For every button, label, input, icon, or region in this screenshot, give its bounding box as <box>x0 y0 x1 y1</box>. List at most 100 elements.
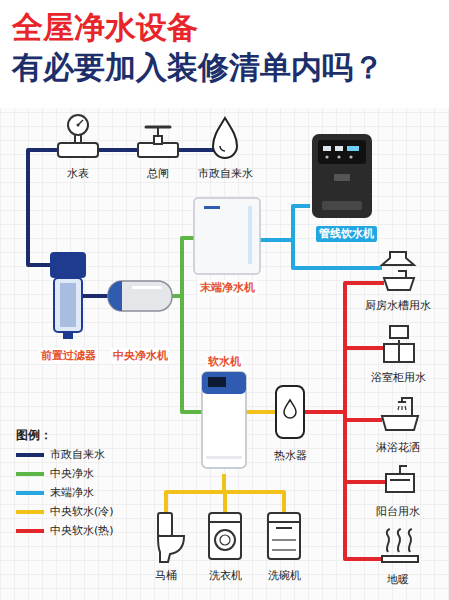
legend-text: 末端净水 <box>50 486 94 499</box>
subtitle: 有必要加入装修清单内吗？ <box>12 48 384 86</box>
device-node: 阳台用水 <box>358 462 438 519</box>
legend-swatch <box>16 510 44 514</box>
legend-title: 图例： <box>16 426 114 445</box>
legend-swatch <box>16 491 44 495</box>
water-softener-icon-part <box>202 372 246 394</box>
main-valve-icon-part <box>138 143 178 157</box>
node-label: 市政自来水 <box>198 167 253 181</box>
pre-filter-icon-part <box>63 332 73 339</box>
device-node: 总闸 <box>138 114 178 181</box>
water-pipe <box>176 238 194 296</box>
pre-filter-icon-part <box>50 252 86 278</box>
device-node: 洗衣机 <box>205 512 245 583</box>
toilet-icon-part <box>158 536 184 562</box>
water-softener-icon <box>202 372 246 468</box>
icon-space <box>58 114 98 162</box>
device-node: 水表 <box>58 114 98 181</box>
node-label: 末端净水机 <box>198 280 257 296</box>
pipe-stub-part <box>357 346 384 350</box>
label-row: 水表 <box>58 162 98 181</box>
device-node: 马桶 <box>146 512 186 583</box>
dishwasher-icon-part <box>268 513 300 559</box>
icon-space <box>358 462 438 500</box>
central-purifier-icon-part <box>108 281 172 311</box>
label-row: 洗衣机 <box>205 564 245 583</box>
legend-row: 中央软水(热) <box>16 521 114 540</box>
device-node: 中央净水机 <box>104 238 176 364</box>
label-row: 中央净水机 <box>104 344 176 364</box>
shower-icon-part <box>398 401 406 403</box>
label-row: 厨房水槽用水 <box>358 294 438 313</box>
main-valve-icon-part <box>154 136 162 144</box>
device-node: 前置过滤器 <box>34 238 102 364</box>
bathroom-cabinet-icon-part <box>398 340 400 344</box>
balcony-sink-icon-part <box>390 479 410 481</box>
device-node: 管线饮水机 <box>310 130 382 242</box>
node-label: 浴室柜用水 <box>371 371 426 385</box>
dishwasher-icon-part <box>272 549 296 550</box>
icon-space <box>358 528 438 568</box>
label-row: 阳台用水 <box>358 500 438 519</box>
legend-text: 中央软水(冷) <box>50 505 114 518</box>
icon-space <box>268 382 312 444</box>
water-meter-icon-part <box>58 143 98 157</box>
node-label: 总闸 <box>147 167 169 181</box>
node-label: 管线饮水机 <box>316 226 377 242</box>
icon-space <box>358 394 438 436</box>
water-pipe <box>176 296 196 412</box>
device-node: 热水器 <box>268 382 312 463</box>
balcony-sink-icon-part <box>400 466 407 474</box>
water-pipe <box>260 206 310 240</box>
main-valve-icon-part <box>146 126 170 129</box>
kitchen-icon-part <box>382 252 414 265</box>
terminal-purifier-icon-part <box>204 206 220 209</box>
node-label: 厨房水槽用水 <box>365 299 431 313</box>
icon-space <box>34 238 102 344</box>
terminal-purifier-icon-part <box>194 198 260 274</box>
washing-machine-icon-part <box>209 521 241 523</box>
label-row: 热水器 <box>268 444 312 463</box>
shower-icon-part <box>405 406 406 410</box>
icon-space <box>138 114 178 162</box>
water-drop-icon-part <box>220 146 225 151</box>
grid-panel <box>0 108 449 600</box>
device-node: 软水机 <box>196 350 252 474</box>
device-node: 淋浴花洒 <box>358 394 438 455</box>
toilet-icon <box>158 513 184 562</box>
main-valve-icon <box>138 127 178 157</box>
pipe-stub-part <box>357 281 384 285</box>
title: 全屋净水设备 <box>12 8 198 46</box>
pipe-stub-part <box>357 418 382 422</box>
dishwasher-icon-part <box>272 539 296 540</box>
floor-heating-icon <box>382 529 418 562</box>
legend-row: 市政自来水 <box>16 445 114 464</box>
legend-row: 末端净水 <box>16 483 114 502</box>
dispenser-icon <box>312 134 372 218</box>
water-meter-icon-part <box>68 115 88 135</box>
water-heater-icon <box>276 386 304 438</box>
water-pipe <box>312 412 358 482</box>
dishwasher-icon <box>268 513 300 559</box>
water-meter-icon-part <box>77 124 80 127</box>
water-heater-icon-part <box>284 400 296 418</box>
washing-machine-icon-part <box>209 513 241 559</box>
icon-space <box>194 192 260 276</box>
legend-row: 中央软水(冷) <box>16 502 114 521</box>
label-row: 前置过滤器 <box>34 344 102 364</box>
central-purifier-icon <box>108 281 172 311</box>
grid-panel-part <box>0 108 449 600</box>
toilet-icon-part <box>158 513 172 536</box>
icon-space <box>146 512 186 564</box>
label-row: 市政自来水 <box>190 162 260 181</box>
water-pipe <box>252 410 268 414</box>
bathroom-cabinet-icon <box>384 326 414 362</box>
dispenser-icon-part <box>334 174 350 181</box>
node-label: 洗碗机 <box>268 569 301 583</box>
legend: 图例：市政自来水中央净水末端净水中央软水(冷)中央软水(热) <box>16 426 114 540</box>
washing-machine-icon-part <box>220 535 230 545</box>
washing-machine-icon-part <box>215 530 235 550</box>
node-label: 软水机 <box>206 354 243 370</box>
node-label: 中央净水机 <box>111 348 170 364</box>
